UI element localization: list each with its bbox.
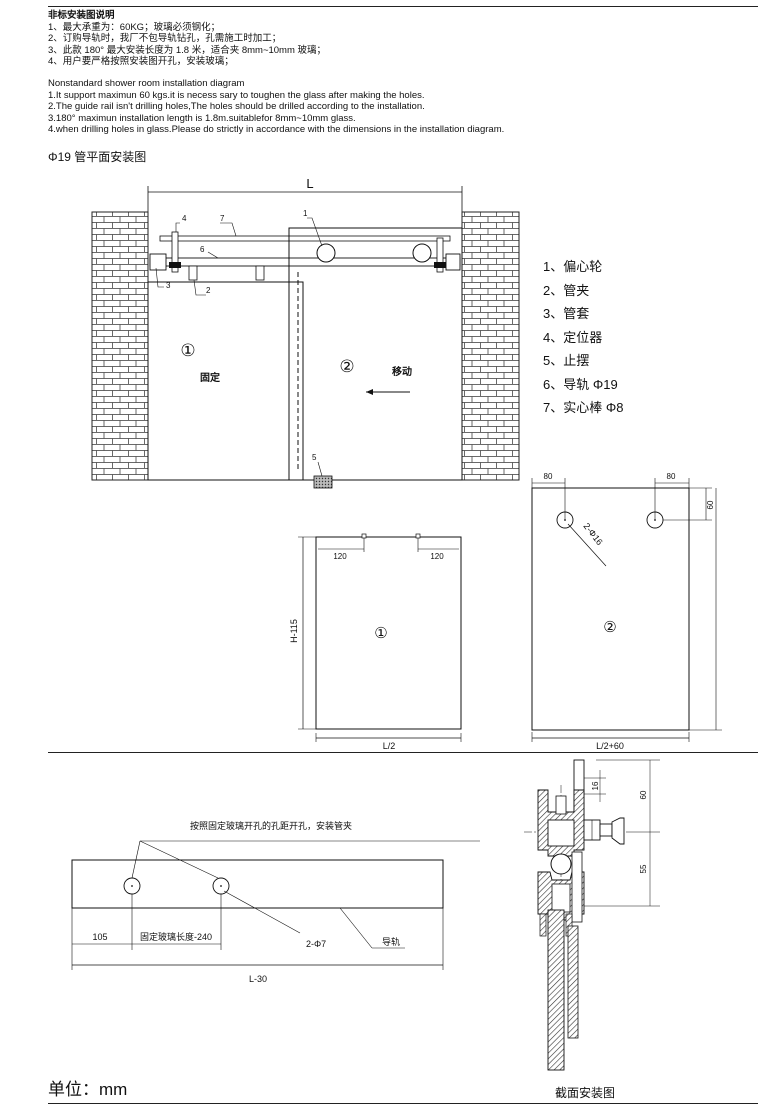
pipe-clamp: [188, 265, 198, 281]
stopper-block: [313, 475, 333, 489]
section-title: Φ19 管平面安装图: [48, 150, 147, 164]
glass2-dim-right: 80: [667, 472, 676, 481]
panel2-label: 移动: [392, 365, 412, 378]
guide-rail: [149, 257, 461, 267]
panel2-mark: ②: [339, 357, 354, 376]
glass2-dim-top: 60: [706, 500, 715, 509]
rail-sleeve-right: [445, 253, 461, 271]
notes-cn: 非标安装图说明 1、最大承重为：60KG；玻璃必须钢化； 2、订购导轨时，我厂不…: [48, 10, 326, 68]
parts-legend: 1、偏心轮 2、管夹 3、管套 4、定位器 5、止摆 6、导轨 Φ19 7、实心…: [543, 255, 623, 420]
rail-dim-glass: 固定玻璃长度-240: [140, 931, 212, 942]
locator-left: [171, 231, 179, 273]
rail-dim-left: 105: [92, 932, 107, 942]
notes-cn-item: 2、订购导轨时，我厂不包导轨钻孔，孔需施工时加工；: [48, 33, 282, 44]
panel1-mark: ①: [180, 341, 195, 360]
rail-sleeve-left: [149, 253, 167, 271]
section-title-label: 截面安装图: [555, 1086, 616, 1100]
rail-holes-label: 2-Φ7: [306, 939, 326, 949]
notes-cn-item: 1、最大承重为：60KG；玻璃必须钢化；: [48, 21, 221, 33]
panel1-label: 固定: [200, 371, 220, 384]
section-dim-16: 16: [591, 781, 600, 790]
glass1-outline: [315, 536, 462, 730]
callout-1: 1: [303, 209, 308, 218]
notes-en-item: 2.The guide rail isn't drilling holes,Th…: [48, 101, 425, 112]
callout-6: 6: [200, 245, 205, 254]
glass1-dim-left: 120: [333, 552, 347, 561]
bottom-separator: [48, 1103, 758, 1104]
glass2-outline: [531, 487, 690, 731]
callout-2: 2: [206, 286, 211, 295]
top-separator: [48, 6, 758, 7]
section-view: 16 60 55: [524, 759, 660, 1071]
glass1-dim-width: L/2: [383, 741, 396, 751]
section-dim-60: 60: [639, 790, 648, 799]
legend-item: 4、定位器: [543, 329, 603, 345]
glass2-mark: ②: [603, 619, 616, 636]
glass1-drawing: 120 120 H-115 L/2 ①: [289, 533, 462, 751]
glass2-dim-width: L/2+60: [596, 741, 624, 751]
rail-drawing: 按照固定玻璃开孔的孔距开孔，安装管夹 2-Φ7 导轨 105 固定玻璃长度-24…: [71, 820, 480, 984]
glass1-dim-height: H-115: [289, 619, 299, 643]
unit-label: 单位：mm: [48, 1080, 128, 1099]
glass2-dim-left: 80: [544, 472, 553, 481]
callout-7: 7: [220, 214, 225, 223]
notes-cn-item: 4、用户要严格按照安装图开孔，安装玻璃；: [48, 56, 234, 67]
sliding-glass-panel: [288, 227, 463, 481]
callout-5: 5: [312, 453, 317, 462]
notes-en-item: 4.when drilling holes in glass.Please do…: [48, 124, 505, 135]
locator-right: [436, 237, 444, 273]
notes-en: Nonstandard shower room installation dia…: [48, 78, 504, 136]
notes-en-item: 3.180° maximun installation length is 1.…: [48, 112, 356, 124]
legend-item: 5、止摆: [543, 353, 590, 368]
notes-en-title: Nonstandard shower room installation dia…: [48, 78, 245, 89]
legend-item: 1、偏心轮: [543, 259, 603, 274]
glass1-dim-right: 120: [430, 552, 444, 561]
glass1-mark: ①: [374, 625, 387, 642]
pipe-clamp: [255, 265, 265, 281]
legend-item: 2、管夹: [543, 282, 590, 298]
legend-item: 6、导轨 Φ19: [543, 376, 618, 392]
rail-label: 导轨: [382, 936, 400, 947]
eccentric-wheel: [412, 243, 432, 263]
legend-item: 7、实心棒 Φ8: [543, 400, 624, 415]
eccentric-wheel: [316, 243, 336, 263]
section-dim-55: 55: [639, 864, 648, 873]
notes-en-item: 1.It support maximun 60 kgs.it is necess…: [48, 89, 425, 101]
solid-rod: [159, 235, 451, 242]
section-glass: [547, 909, 565, 1071]
legend-item: 3、管套: [543, 306, 590, 321]
guide-rail-bar: [71, 859, 444, 909]
plan-view: L: [91, 176, 520, 489]
callout-3: 3: [166, 281, 171, 290]
glass2-drawing: 80 80 60 2-Φ16 L/2+60 ②: [531, 472, 722, 751]
rail-dim-total: L-30: [249, 974, 267, 984]
right-brick-wall: [461, 211, 520, 481]
notes-cn-title: 非标安装图说明: [48, 10, 115, 21]
dim-L-label: L: [306, 176, 313, 191]
callout-4: 4: [182, 214, 187, 223]
rail-note: 按照固定玻璃开孔的孔距开孔，安装管夹: [190, 820, 352, 831]
left-brick-wall: [91, 211, 149, 481]
fixed-glass-panel: [147, 281, 304, 481]
middle-separator: [48, 752, 758, 753]
notes-cn-item: 3、此款 180° 最大安装长度为 1.8 米，适合夹 8mm~10mm 玻璃；: [48, 44, 327, 56]
